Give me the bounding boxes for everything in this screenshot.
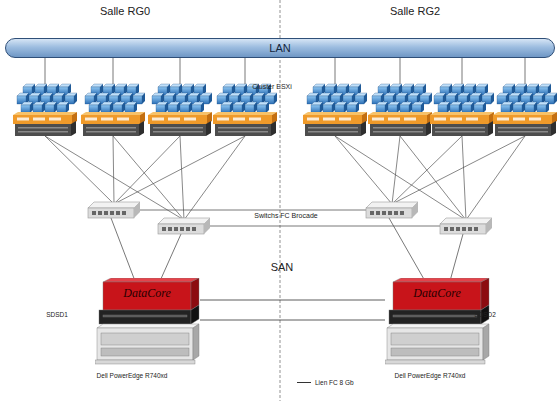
legend-entry: Lien FC 8 Gb bbox=[297, 379, 354, 386]
esxi-host bbox=[13, 84, 77, 136]
room-name: Salle RG2 bbox=[350, 5, 480, 17]
room-divider bbox=[280, 0, 281, 401]
storage-server: DataCore bbox=[385, 278, 490, 366]
bus-label: LAN bbox=[6, 39, 554, 57]
esxi-host bbox=[81, 84, 145, 136]
storage-name: SDSD1 bbox=[0, 311, 122, 318]
fc-link bbox=[200, 300, 385, 301]
fc-switch bbox=[366, 202, 418, 218]
vendor-logo: DataCore bbox=[103, 286, 191, 301]
esxi-host bbox=[368, 84, 432, 136]
esxi-host bbox=[303, 84, 367, 136]
esxi-host bbox=[148, 84, 212, 136]
legend: Lien FC 8 Gb bbox=[297, 379, 354, 386]
storage-name: SDSD2 bbox=[420, 311, 550, 318]
esxi-hosts bbox=[13, 84, 557, 136]
esxi-host bbox=[493, 84, 557, 136]
network-label: SAN bbox=[217, 261, 347, 273]
fc-switches bbox=[88, 202, 492, 234]
fc-switch bbox=[440, 218, 492, 234]
storage-server: DataCore bbox=[95, 278, 200, 366]
fc-server-links bbox=[45, 136, 525, 220]
room-name: Salle RG0 bbox=[60, 5, 190, 17]
lan-bus: LAN bbox=[5, 38, 555, 58]
fc-switch bbox=[88, 202, 140, 218]
legend-line-sample bbox=[297, 382, 311, 383]
vendor-logo: DataCore bbox=[393, 286, 481, 301]
esxi-host bbox=[213, 84, 277, 136]
hardware-model: Dell PowerEdge R740xd bbox=[67, 372, 197, 379]
cluster-label: Cluster ESXi bbox=[207, 83, 337, 90]
esxi-host bbox=[430, 84, 494, 136]
fc-switch bbox=[158, 218, 210, 234]
hardware-model: Dell PowerEdge R740xd bbox=[365, 372, 495, 379]
switch-group-label: Switchs FC Brocade bbox=[221, 212, 351, 219]
fc-switch-links bbox=[111, 210, 463, 281]
fc-link bbox=[200, 320, 385, 321]
legend-text: Lien FC 8 Gb bbox=[315, 379, 354, 386]
